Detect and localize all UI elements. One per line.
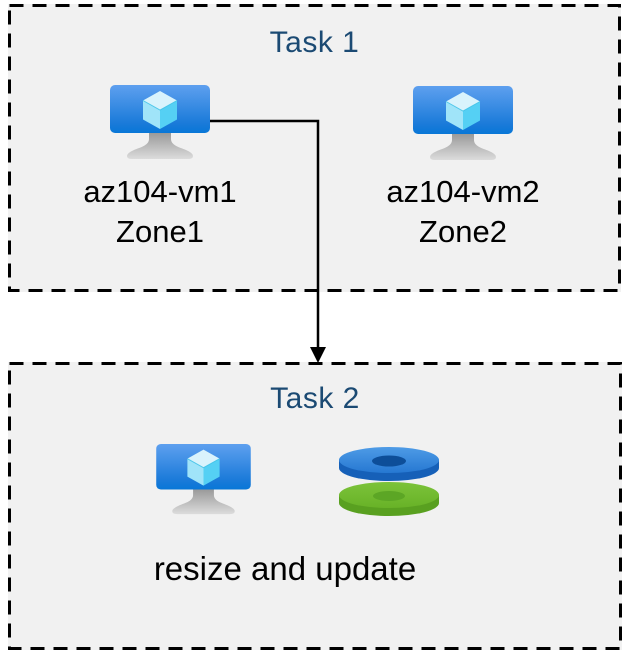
disks-icon <box>337 444 441 516</box>
task2-box: Task 2 <box>8 362 622 650</box>
vm2-label: az104-vm2 Zone2 <box>338 172 588 252</box>
vm2-icon <box>413 86 513 162</box>
task2-dashed-border <box>8 362 622 650</box>
vm2-name-label: az104-vm2 <box>386 174 540 209</box>
vm1-name-label: az104-vm1 <box>83 174 237 209</box>
task2-vm-icon <box>156 444 251 516</box>
task1-title: Task 1 <box>269 26 360 59</box>
vm2-zone-label: Zone2 <box>419 214 507 249</box>
task2-title: Task 2 <box>270 382 360 415</box>
vm1-icon <box>110 85 210 161</box>
vm1-label: az104-vm1 Zone1 <box>35 172 285 252</box>
task2-caption: resize and update <box>153 550 417 587</box>
vm1-zone-label: Zone1 <box>116 214 204 249</box>
